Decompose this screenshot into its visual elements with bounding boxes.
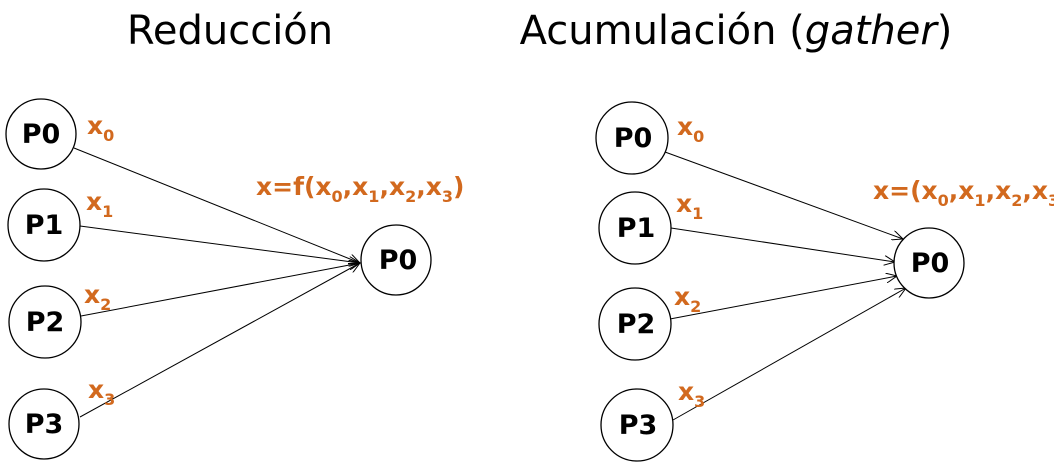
node-label: P0 [911,248,950,279]
right-edges [664,151,906,421]
right-target-node: P0 [893,227,965,299]
node-label: P1 [25,210,64,241]
node-label: P1 [617,213,656,244]
right-annotation-x3: x3 [678,377,705,411]
right-source-node-p0: P0 [595,101,669,175]
node-label: P2 [617,309,656,340]
node-label: P3 [25,409,64,440]
right-edge-p2 [669,276,897,320]
left-target-node: P0 [360,224,432,296]
left-edge-p0 [73,147,360,263]
left-source-node-p2: P2 [8,285,82,359]
node-label: P3 [619,410,658,441]
node-label: P0 [614,123,653,154]
left-annotation-x2: x2 [84,280,111,314]
right-source-node-p2: P2 [598,287,672,361]
right-result-formula: x=(x0,x1,x2,x3) [873,176,1054,210]
left-edge-p1 [79,225,360,263]
left-title: Reducción [127,8,333,54]
node-label: P0 [22,119,61,150]
left-edges [73,147,360,418]
left-result-formula: x=f(x0,x1,x2,x3) [256,172,464,206]
left-edge-p2 [80,263,360,317]
right-edge-p0 [664,151,903,239]
right-annotation-x0: x0 [677,112,704,146]
right-edge-p1 [670,227,895,262]
right-edge-p3 [672,288,906,421]
left-source-node-p3: P3 [8,388,80,460]
node-label: P2 [26,307,65,338]
left-annotation-x3: x3 [88,375,115,409]
left-source-node-p1: P1 [7,188,81,262]
right-source-node-p1: P1 [598,191,672,265]
right-source-node-p3: P3 [600,388,674,462]
right-annotation-x1: x1 [676,189,703,223]
node-label: P0 [379,245,418,276]
left-source-node-p0: P0 [5,98,77,170]
left-annotation-x1: x1 [86,187,113,221]
left-edge-p3 [79,263,360,418]
right-title: Acumulación (gather) [520,8,953,54]
left-annotation-x0: x0 [87,111,114,145]
right-annotation-x2: x2 [674,282,701,316]
